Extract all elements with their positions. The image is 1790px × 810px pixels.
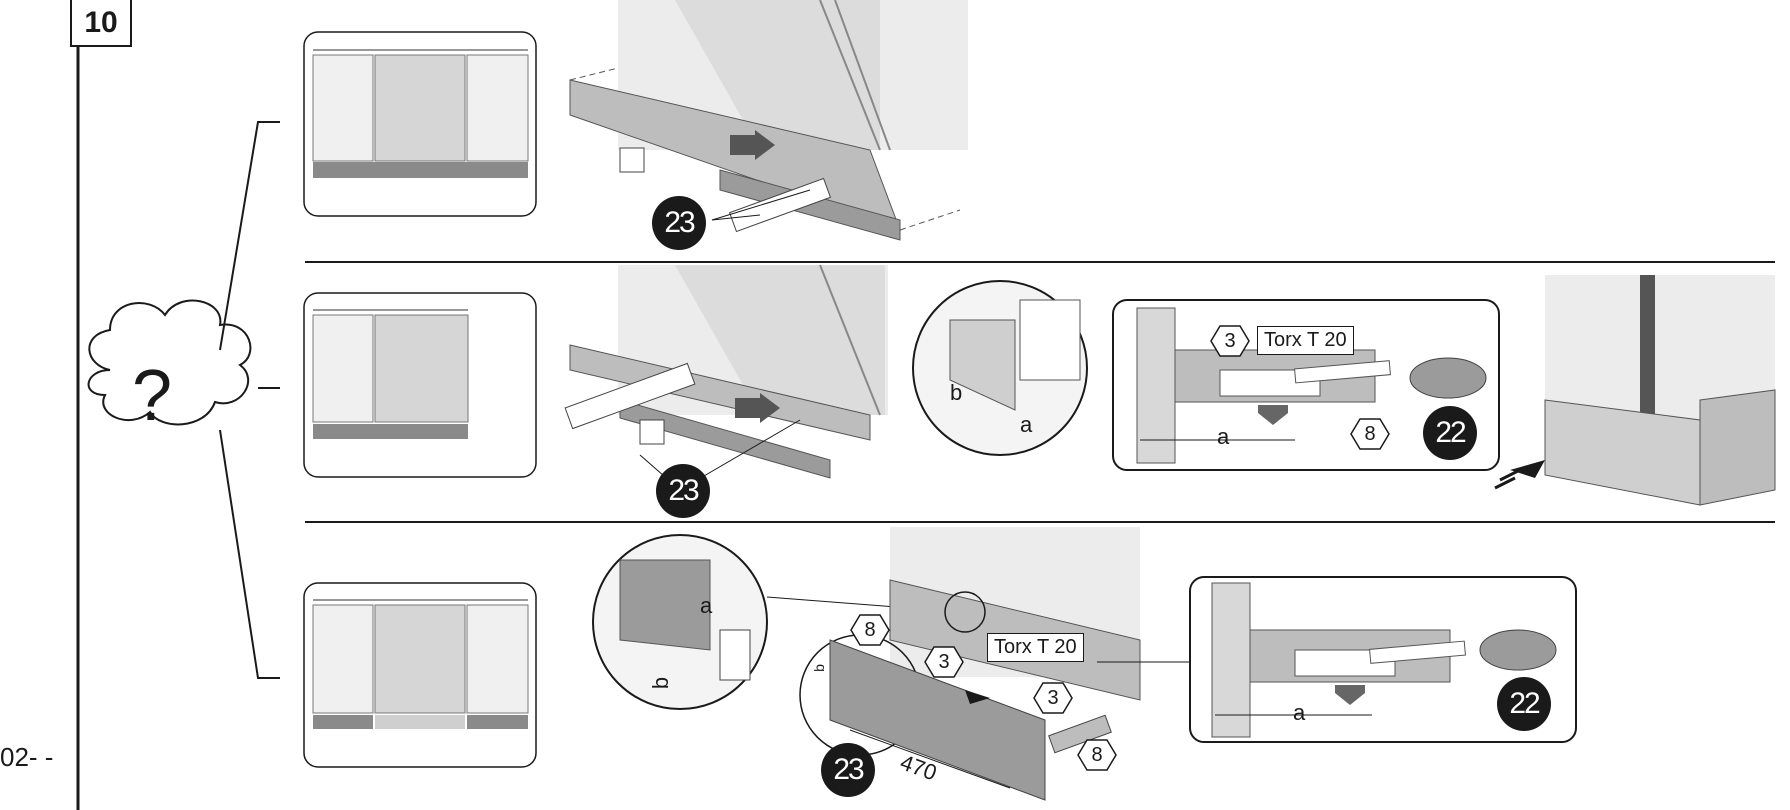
bracket-part-hex-row3: 8 xyxy=(850,614,890,646)
row2-illustration xyxy=(564,264,1088,479)
page-code: 02- - xyxy=(0,742,54,772)
torx-label-row2: Torx T 20 xyxy=(1257,326,1354,355)
screw-part-label: 3 xyxy=(1224,329,1236,352)
screw-part-hex-row3b: 3 xyxy=(1033,682,1073,714)
dim-a-row2-detail: a xyxy=(1217,424,1230,449)
dim-a-row3-detail: a xyxy=(1293,700,1306,725)
screw-part-label: 3 xyxy=(1047,686,1059,709)
tool-badge-row2: 22 xyxy=(1423,406,1477,460)
question-cloud xyxy=(87,299,252,426)
part-badge-row3: 23 xyxy=(821,743,875,797)
screw-part-hex-row3: 3 xyxy=(924,646,964,678)
screw-part-hex-row2: 3 xyxy=(1210,325,1250,357)
dim-a-row2-zoom: a xyxy=(1020,412,1033,437)
bracket-part-hex-row3b: 8 xyxy=(1077,739,1117,771)
question-mark: ? xyxy=(132,356,173,436)
kitchen-panel-middle xyxy=(303,292,537,478)
row2-right-illustration xyxy=(1494,275,1776,506)
bracket-part-label: 8 xyxy=(1364,422,1376,445)
bracket-part-label: 8 xyxy=(1091,743,1103,766)
bracket-part-hex-row2: 8 xyxy=(1350,418,1390,450)
step-number: 10 xyxy=(70,0,132,47)
dim-b-row3-small: b xyxy=(810,664,827,672)
kitchen-panel-bottom xyxy=(303,582,537,768)
kitchen-panel-top xyxy=(303,31,537,217)
part-badge-row1: 23 xyxy=(652,196,706,250)
dim-b-row2-zoom: b xyxy=(950,380,963,405)
bracket-part-label: 8 xyxy=(864,618,876,641)
row1-illustration xyxy=(569,0,968,241)
dim-b-row3-zoom: b xyxy=(648,676,674,690)
torx-label-row3: Torx T 20 xyxy=(987,633,1084,662)
screw-part-label: 3 xyxy=(938,650,950,673)
tool-badge-row3: 22 xyxy=(1497,677,1551,731)
row3-detail-box xyxy=(1189,576,1577,743)
row2-detail-box xyxy=(1112,299,1500,471)
part-badge-row2: 23 xyxy=(656,464,710,518)
dim-a-row3-zoom: a xyxy=(700,593,713,618)
